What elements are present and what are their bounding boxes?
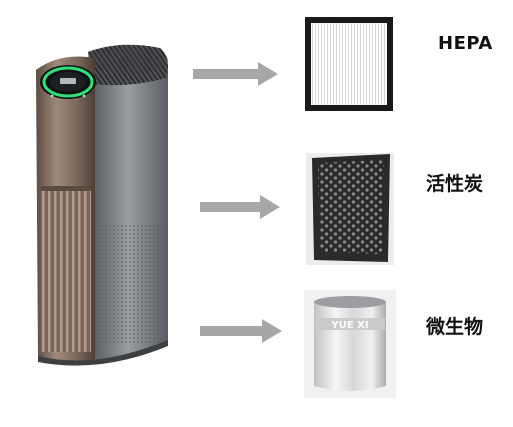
microbial-label: 微生物 [426,316,484,338]
microbial-filter-image: YUE XI [304,290,396,398]
activated-carbon-label: 活性炭 [426,173,484,195]
filter-logo-text: YUE XI [330,320,368,331]
arrow-to-hepa [193,62,278,86]
arrow-to-carbon [200,195,280,219]
carbon-filter-image [306,153,394,265]
arrow-to-microbial [200,319,282,343]
air-purifier-image [36,44,168,366]
hepa-filter-image [305,17,393,111]
hepa-label: HEPA [438,33,493,54]
